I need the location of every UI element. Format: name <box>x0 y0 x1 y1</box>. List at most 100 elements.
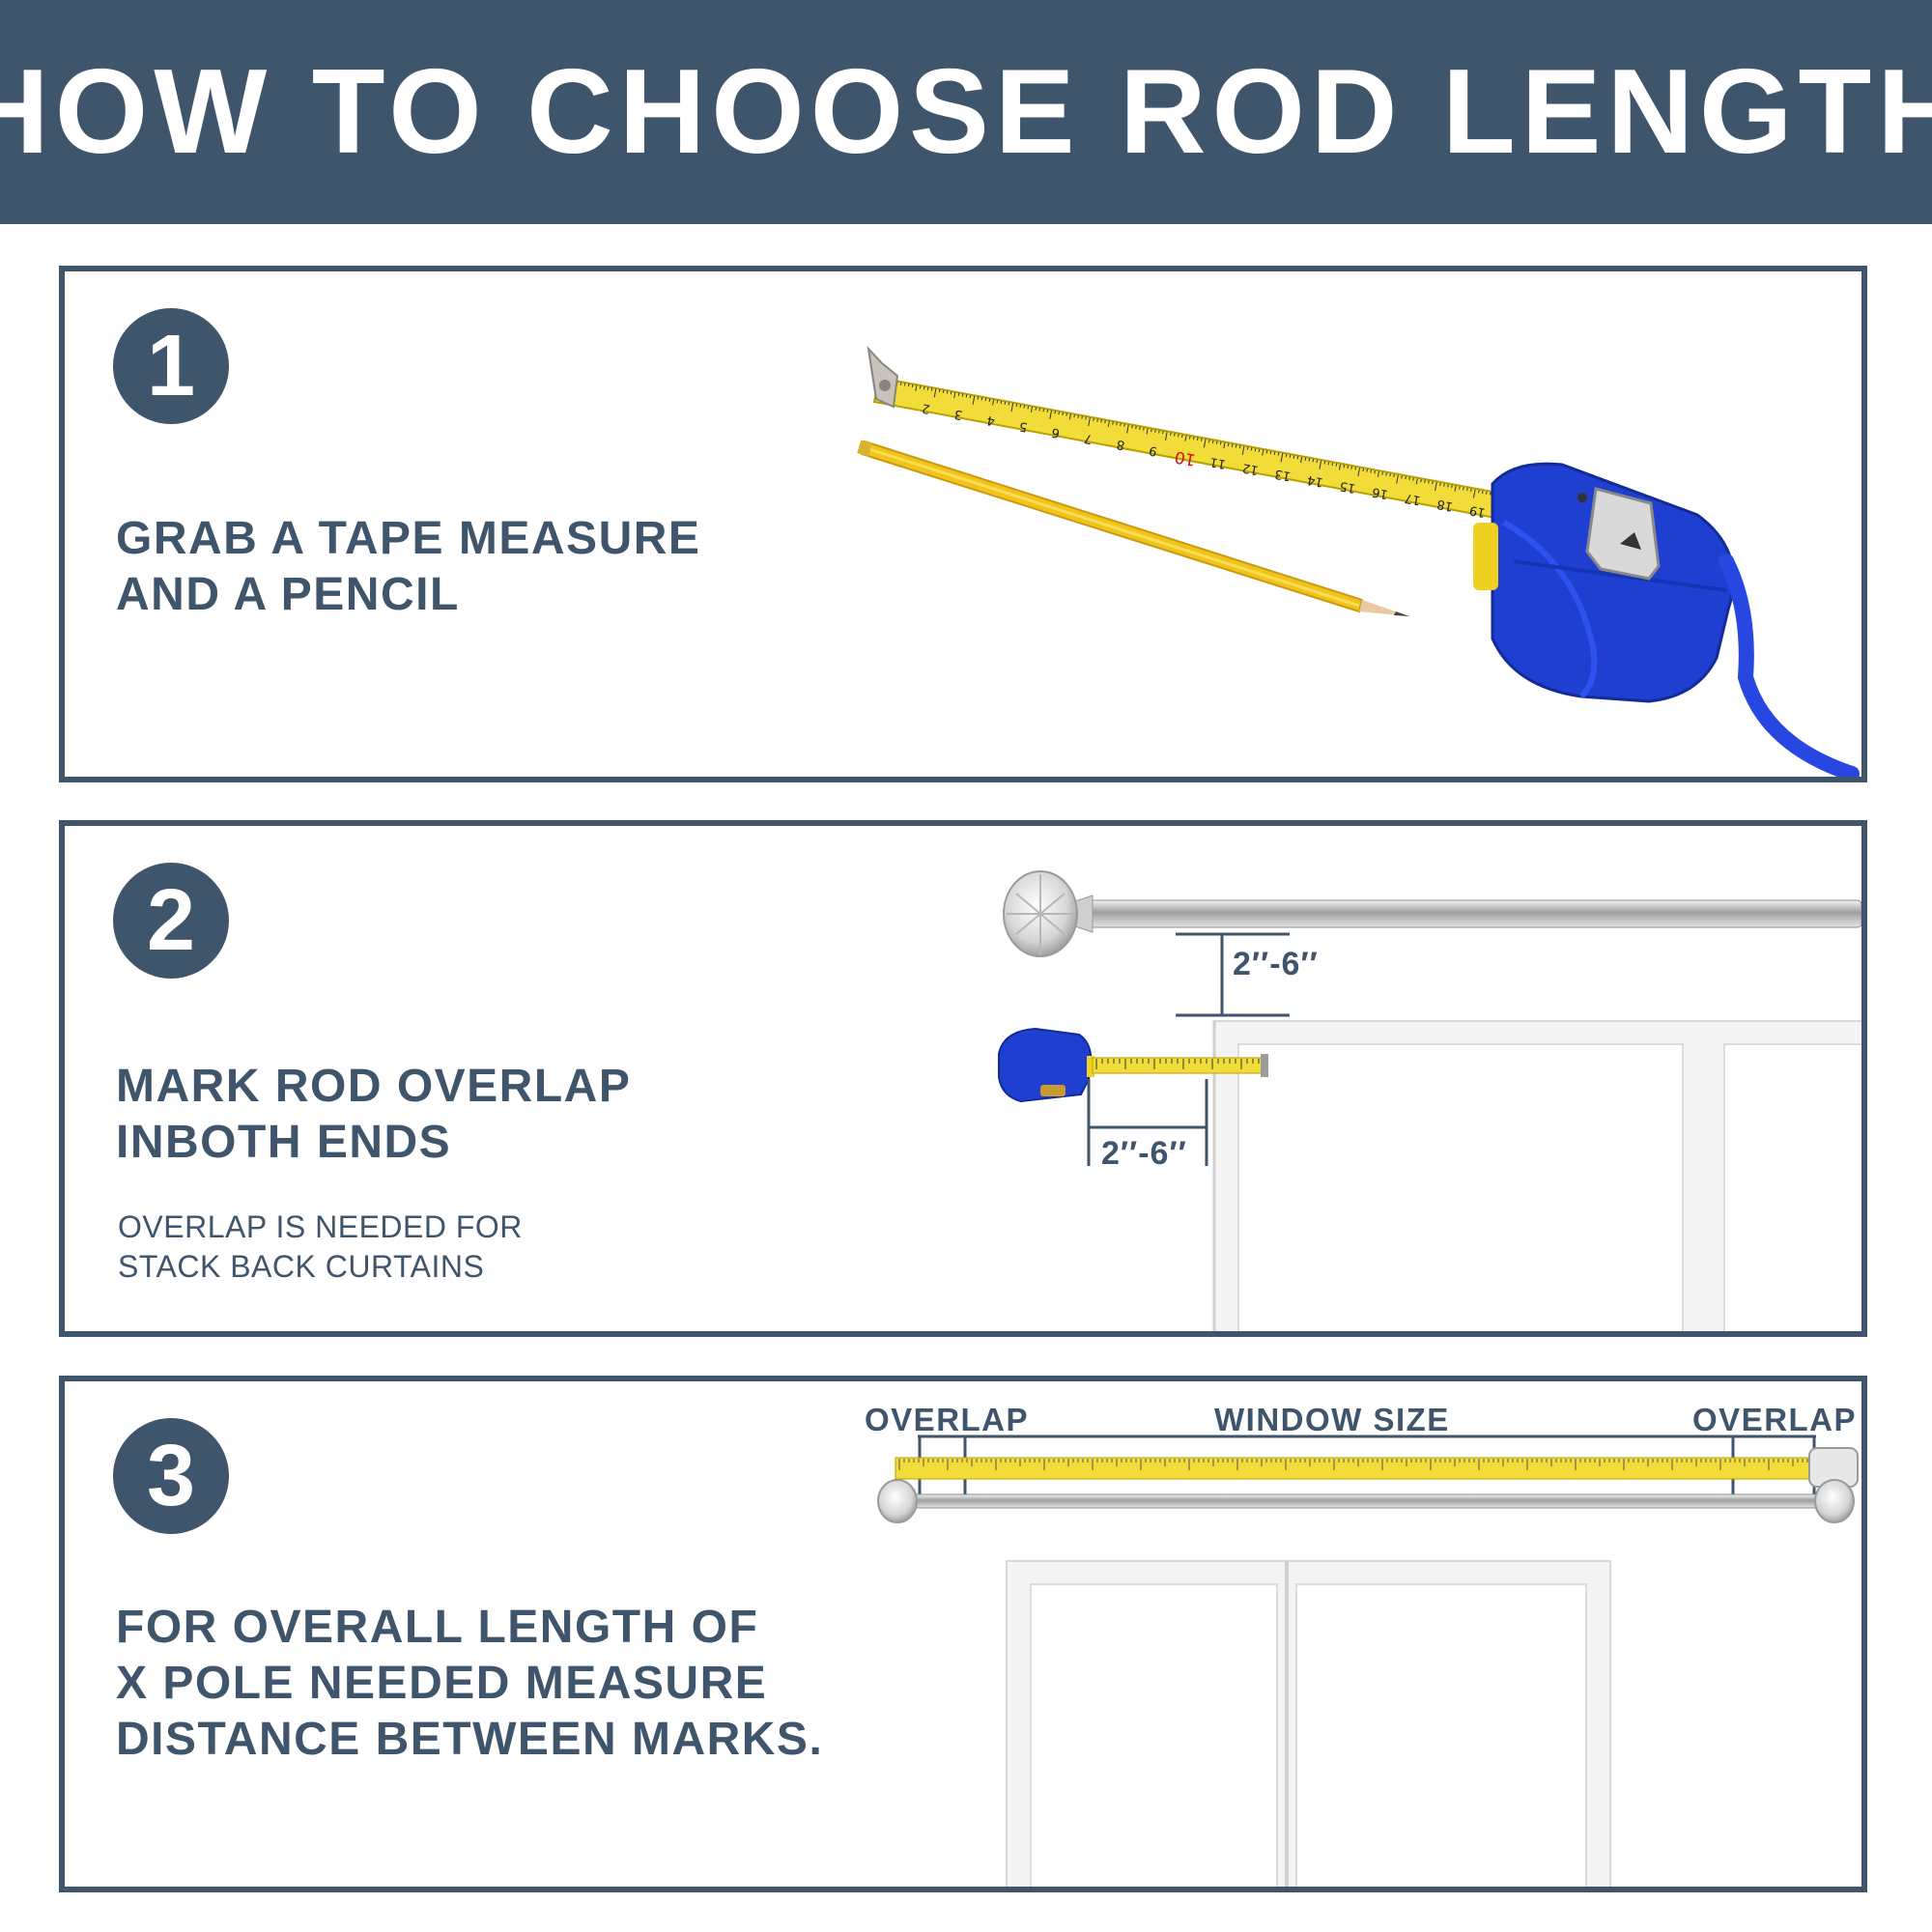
vertical-dimension-label: 2′′-6′′ <box>1233 946 1319 982</box>
tape-tick <box>1451 485 1453 489</box>
step-3-title: FOR OVERALL LENGTH OF X POLE NEEDED MEAS… <box>116 1600 823 1768</box>
tape-tick <box>1208 440 1210 443</box>
tape-tick <box>923 386 925 390</box>
tape-tick <box>1073 414 1075 418</box>
step-1-number: 1 <box>113 308 229 424</box>
tape-tick <box>1030 406 1034 413</box>
tape-tick <box>1135 426 1137 430</box>
tape-tick <box>1265 450 1268 454</box>
tape-tick <box>1316 459 1319 464</box>
window-frame <box>1212 1020 1861 1331</box>
tape-tick <box>1350 466 1353 469</box>
tape-tick <box>1269 451 1272 455</box>
tape-tick <box>1151 428 1152 433</box>
pencil-icon <box>857 440 1409 616</box>
tape-tick <box>1408 476 1410 480</box>
tape-tick <box>1357 468 1360 477</box>
curtain-rod <box>1003 870 1861 957</box>
tape-tick <box>1466 487 1468 492</box>
tape-tick <box>919 385 922 389</box>
rod-overlap-illustration <box>998 870 1861 1331</box>
tape-tick <box>1035 407 1037 411</box>
tape-tick <box>903 383 906 386</box>
tape-tick <box>1459 486 1461 490</box>
tape-number-label: 17 <box>1404 490 1422 507</box>
tape-tick <box>1472 489 1476 498</box>
tape-tick <box>1254 448 1257 452</box>
tape-tick <box>1246 446 1249 450</box>
overlap-left-label: OVERLAP <box>865 1402 1030 1437</box>
tape-tick <box>972 395 976 405</box>
step-2-subtitle-line-1: OVERLAP IS NEEDED FOR <box>118 1209 523 1244</box>
tape-tick <box>1381 471 1383 475</box>
tape-tick <box>1042 409 1045 412</box>
tape-tick <box>1238 445 1241 449</box>
tape-number-label: 10 <box>1174 446 1198 469</box>
tape-tick <box>1262 449 1264 456</box>
tape-tick <box>1443 483 1445 487</box>
tape-tick <box>1338 464 1342 470</box>
tape-tick <box>1327 462 1330 466</box>
tape-tick <box>1189 436 1191 440</box>
tape-tick <box>1164 431 1168 441</box>
tape-number-label: 4 <box>985 412 996 428</box>
tape-tick <box>946 390 949 394</box>
tape-tick <box>1389 473 1391 477</box>
tape-tick <box>938 389 941 393</box>
tape-tick <box>1439 482 1441 486</box>
tape-tick <box>1146 428 1149 435</box>
tape-tick <box>1370 469 1372 473</box>
tape-tick <box>1158 430 1160 434</box>
tape-number-label: 13 <box>1273 466 1292 483</box>
tape-tick <box>1343 465 1346 469</box>
step-2-number: 2 <box>113 863 229 979</box>
step-3-panel: 3 FOR OVERALL LENGTH OF X POLE NEEDED ME… <box>59 1376 1867 1892</box>
vertical-dimension-marker <box>1176 932 1290 1017</box>
tape-tick <box>1374 470 1376 474</box>
tape-number-label: 15 <box>1339 478 1357 496</box>
tape-tick <box>1065 412 1067 416</box>
tape-tick <box>1308 458 1311 462</box>
tape-tick <box>1280 453 1284 463</box>
tape-tick <box>1424 479 1426 483</box>
tape-tick <box>1482 490 1484 495</box>
step-3-title-line-3: DISTANCE BETWEEN MARKS. <box>116 1714 824 1765</box>
tape-tick <box>1062 412 1064 416</box>
tape-number-label: 2 <box>921 400 931 415</box>
horizontal-dimension-label: 2′′-6′′ <box>1101 1135 1187 1172</box>
tape-tick <box>1123 423 1125 427</box>
tape-tick <box>980 397 983 401</box>
tape-tick <box>1139 426 1141 430</box>
tape-number-label: 12 <box>1241 460 1260 477</box>
horizontal-dimension-marker <box>1087 1079 1208 1166</box>
tape-tick <box>961 393 964 397</box>
step-2-title-line-1: MARK ROD OVERLAP <box>116 1061 632 1112</box>
tape-tick <box>1435 482 1437 492</box>
tape-tick <box>915 384 918 391</box>
tape-number-label: 19 <box>1468 502 1487 520</box>
left-crystal-finial-icon <box>877 1479 918 1523</box>
tape-tick <box>899 382 902 385</box>
tape-number-label: 16 <box>1371 484 1389 501</box>
curtain-rod <box>877 1479 1855 1523</box>
tape-number-label: 9 <box>1148 442 1158 458</box>
tape-tick <box>988 398 991 402</box>
tape-tick <box>1319 460 1322 469</box>
tape-tick <box>1010 403 1014 412</box>
tape-tick <box>1174 433 1176 437</box>
tape-tick <box>996 400 999 404</box>
step-1-title: GRAB A TAPE MEASURE AND A PENCIL <box>116 511 700 623</box>
tape-tick <box>1335 463 1338 467</box>
tape-tick <box>1412 477 1414 481</box>
tape-tick <box>1131 425 1133 429</box>
tape-tick <box>1104 420 1106 424</box>
tape-tick <box>1196 437 1199 441</box>
tape-tick <box>1162 431 1164 435</box>
tape-tick <box>1085 416 1087 420</box>
tape-tick <box>965 394 968 398</box>
tape-tick <box>1054 411 1056 414</box>
tape-tick <box>1293 455 1295 459</box>
tape-tick <box>1428 480 1430 484</box>
